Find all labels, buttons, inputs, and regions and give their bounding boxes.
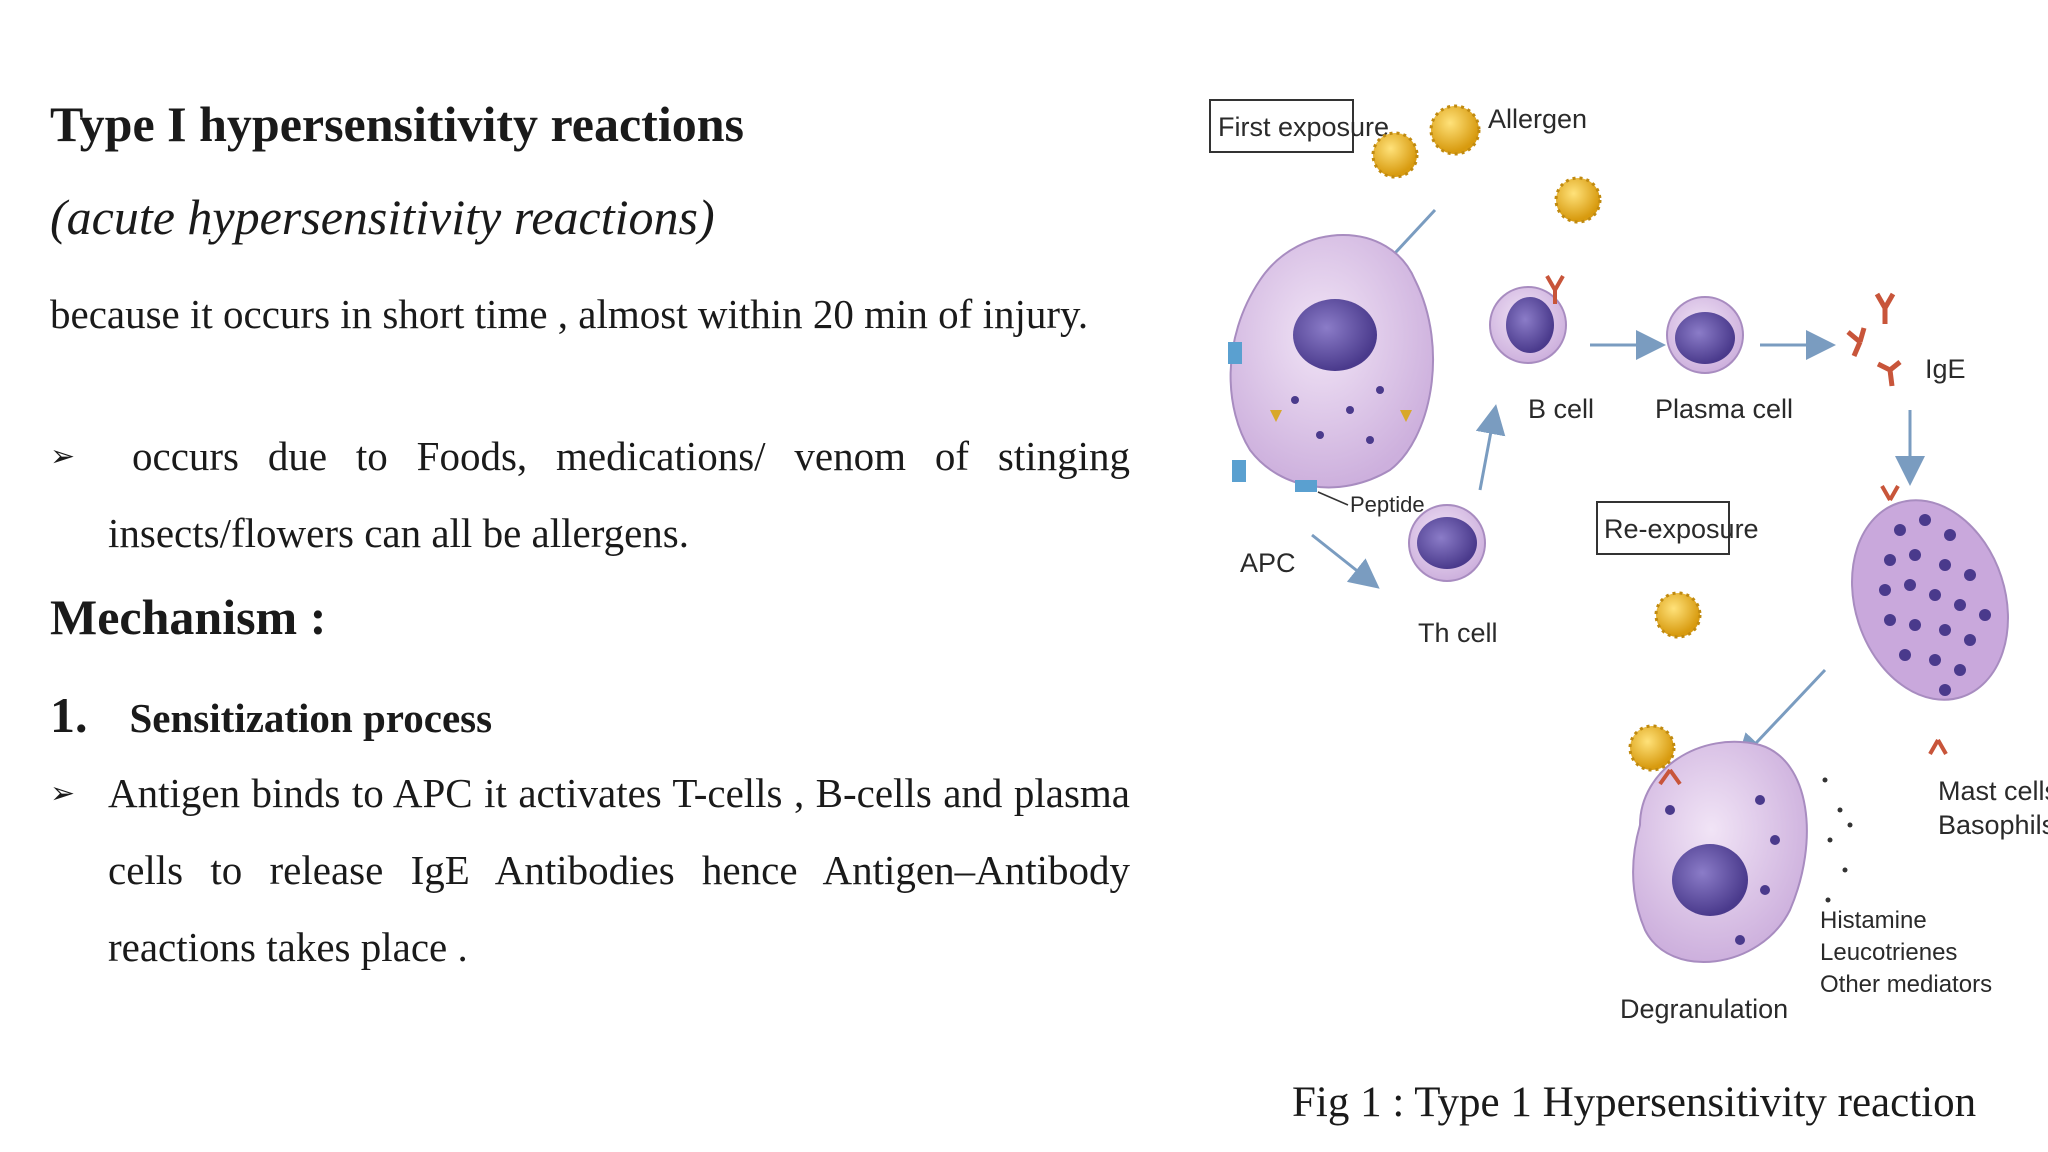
- ige-label: IgE: [1925, 354, 1966, 384]
- basophils-label: Basophils: [1938, 810, 2048, 840]
- bullet-sensitization: ➢ Antigen binds to APC it activates T-ce…: [50, 755, 1130, 986]
- step-number: 1.: [50, 687, 88, 743]
- hypersensitivity-figure: First exposure Allergen: [1200, 80, 2048, 1060]
- step-label: Sensitization process: [129, 695, 493, 741]
- mast-cells-label: Mast cells: [1938, 776, 2048, 806]
- first-exposure-label: First exposure: [1209, 99, 1389, 153]
- plasma-cell-label: Plasma cell: [1655, 394, 1793, 424]
- bullet-allergens: ➢ occurs due to Foods, medications/ veno…: [50, 418, 1130, 572]
- arrowhead-bullet-icon: ➢: [50, 776, 76, 811]
- allergen-label: Allergen: [1488, 104, 1587, 134]
- b-cell-label: B cell: [1528, 394, 1594, 424]
- ige-antibody-icon: [1846, 292, 1902, 387]
- b-cell-icon: [1489, 275, 1567, 364]
- figure-caption: Fig 1 : Type 1 Hypersensitivity reaction: [1292, 1079, 1977, 1126]
- mechanism-heading: Mechanism :: [50, 589, 327, 645]
- apc-label: APC: [1240, 548, 1296, 578]
- other-mediators-label: Other mediators: [1820, 971, 1992, 998]
- allergen-icon: [1371, 104, 1602, 224]
- re-exposure-label: Re-exposure: [1596, 501, 1759, 555]
- bullet-allergens-text: occurs due to Foods, medications/ venom …: [108, 433, 1130, 556]
- plasma-cell-icon: [1666, 296, 1744, 374]
- degranulation-label: Degranulation: [1620, 994, 1788, 1024]
- histamine-label: Histamine: [1820, 907, 1927, 934]
- slide-subtitle: (acute hypersensitivity reactions): [50, 189, 715, 245]
- allergen-icon: [1654, 591, 1702, 639]
- arrowhead-bullet-icon: ➢: [50, 439, 76, 474]
- hypersensitivity-diagram: First exposure Allergen: [1209, 99, 2048, 1024]
- step-heading: 1. Sensitization process: [50, 686, 492, 744]
- bullet-sensitization-text: Antigen binds to APC it activates T-cell…: [108, 770, 1130, 970]
- re-exposure-text: Re-exposure: [1604, 514, 1759, 544]
- leucotrienes-label: Leucotrienes: [1820, 939, 1957, 966]
- mast-cell-icon: [1851, 485, 2009, 755]
- slide-title: Type I hypersensitivity reactions: [50, 96, 744, 152]
- apc-cell-icon: [1228, 234, 1434, 492]
- intro-paragraph: because it occurs in short time , almost…: [50, 291, 1089, 337]
- th-cell-label: Th cell: [1418, 618, 1498, 648]
- peptide-label: Peptide: [1350, 492, 1425, 517]
- degranulation-cell-icon: [1628, 724, 1853, 963]
- th-cell-icon: [1408, 504, 1486, 582]
- first-exposure-text: First exposure: [1218, 112, 1389, 142]
